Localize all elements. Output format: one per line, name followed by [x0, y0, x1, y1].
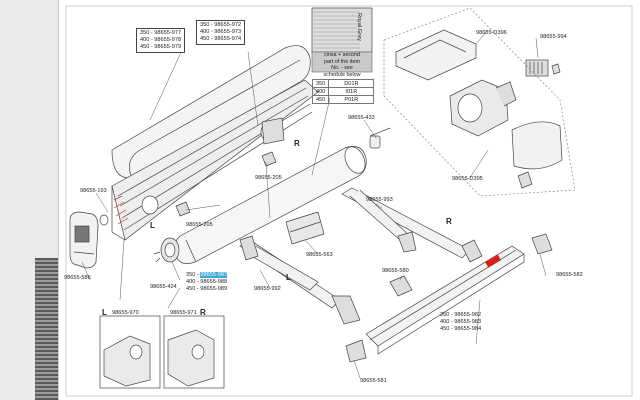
arm-left	[239, 235, 361, 325]
end-cap-front-right	[531, 233, 553, 255]
inset-detail-right	[163, 315, 225, 389]
part-label-98655-d396: 98655-D396	[476, 30, 507, 36]
label-group-tube: 350 - 98655-987 400 - 98655-988 450 - 98…	[186, 272, 228, 292]
inset-label-l: L	[102, 308, 107, 317]
part-label-98655-586: 98655-586	[64, 275, 91, 281]
part-label-98655-193: 98655-193	[80, 188, 107, 194]
label-box-profile: 350 - 98655-972 400 - 98655-973 450 - 98…	[196, 20, 246, 45]
inset-detail-left	[99, 315, 161, 389]
part-label-98655-993: 98655-993	[366, 197, 393, 203]
side-label-l-mid: L	[150, 221, 155, 230]
part-label-98655-994: 98655-994	[540, 34, 567, 40]
arm-right	[341, 187, 483, 263]
side-label-r-top: R	[294, 139, 300, 148]
side-label-l-arm: L	[286, 273, 291, 282]
scrollbar-thumb[interactable]	[35, 258, 59, 400]
connector-box	[525, 59, 561, 77]
end-plug	[389, 275, 413, 297]
label-box-cover: 350 - 98655-977 400 - 98655-978 450 - 98…	[136, 28, 186, 53]
part-label-98655-582: 98655-582	[556, 272, 583, 278]
label-group-front-bar: 350 - 98655-982 400 - 98655-983 450 - 98…	[440, 312, 482, 332]
fabric-swatch	[311, 7, 373, 73]
fabric-note: cinsa + second part of the item No. - se…	[323, 52, 361, 78]
leader-lines	[81, 29, 547, 379]
part-label-98655-424: 98655-424	[150, 284, 177, 290]
side-label-r-mid: R	[446, 217, 452, 226]
front-bar	[345, 245, 525, 363]
part-label-98655-433: 98655-433	[348, 115, 375, 121]
part-label-98655-970: 98655-970	[112, 310, 139, 316]
end-cap-left	[69, 211, 109, 269]
front-profile-cover	[111, 45, 311, 179]
small-bracket-parts	[175, 127, 391, 217]
inset-label-r: R	[200, 308, 206, 317]
part-label-98655-205-b: 98655-205	[186, 222, 213, 228]
motor-cover-top	[395, 29, 477, 81]
part-label-98655-581: 98655-581	[360, 378, 387, 384]
motor-unit	[449, 79, 517, 137]
highlighted-part-number[interactable]: 98655-987	[200, 272, 228, 278]
roller-tube	[153, 146, 367, 264]
mounting-bracket	[285, 211, 325, 245]
part-label-98655-563: 98655-563	[306, 252, 333, 258]
part-label-98655-992: 98655-992	[254, 286, 281, 292]
motor-cover-bottom	[511, 121, 563, 189]
part-label-98655-580: 98655-580	[382, 268, 409, 274]
part-label-98655-205-a: 98655-205	[255, 175, 282, 181]
part-label-98655-971: 98655-971	[170, 310, 197, 316]
main-profile-rail	[111, 79, 319, 241]
part-label-98655-d395: 98655-D395	[452, 176, 483, 182]
fabric-color-label: Royal Grey	[356, 13, 362, 41]
